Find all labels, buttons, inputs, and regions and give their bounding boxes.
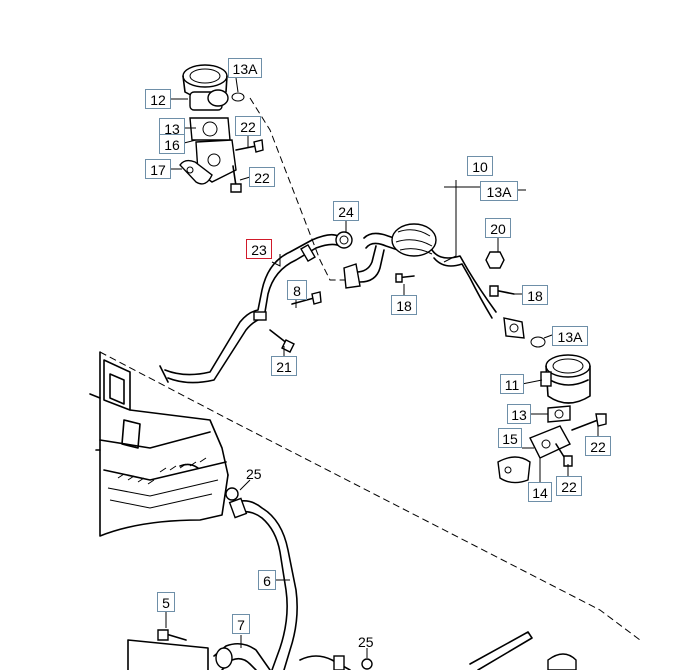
callout-13A-mid[interactable]: 13A — [480, 181, 518, 201]
bracket-lower-left — [127, 639, 209, 670]
callout-24[interactable]: 24 — [333, 201, 359, 221]
pipe-center-flex — [343, 223, 525, 339]
callout-22-d[interactable]: 22 — [556, 476, 582, 496]
callout-18-b[interactable]: 18 — [522, 285, 548, 305]
assembly-dash-line-lower — [99, 351, 641, 641]
bracket-lower-right — [469, 631, 577, 670]
pipe-23 — [159, 233, 341, 384]
callout-13-right[interactable]: 13 — [507, 404, 531, 424]
callout-18-a[interactable]: 18 — [391, 295, 417, 315]
callout-5[interactable]: 5 — [157, 592, 175, 612]
callout-17[interactable]: 17 — [145, 159, 171, 179]
callout-23[interactable]: 23 — [246, 239, 272, 259]
callout-13A-right[interactable]: 13A — [552, 326, 588, 346]
callout-11[interactable]: 11 — [500, 374, 524, 394]
callout-16[interactable]: 16 — [159, 134, 185, 154]
flange-right — [497, 425, 571, 484]
callout-14[interactable]: 14 — [528, 482, 552, 502]
callout-22-b[interactable]: 22 — [249, 167, 275, 187]
bolt-18-right — [489, 285, 515, 297]
callout-22-c[interactable]: 22 — [585, 436, 611, 456]
air-filter-housing — [89, 351, 229, 537]
hose-6 — [179, 463, 298, 670]
bolt-upper-1 — [235, 139, 264, 153]
callout-13A-top[interactable]: 13A — [228, 58, 262, 78]
leader-lines — [165, 77, 599, 658]
callout-22-a[interactable]: 22 — [235, 116, 261, 136]
clamp-25-lower — [361, 658, 373, 670]
assembly-dash-line-upper — [249, 97, 352, 281]
bolt-upper-2 — [230, 165, 242, 193]
secondary-air-valve-upper — [182, 64, 245, 111]
bolt-5 — [157, 629, 187, 641]
hose-7 — [213, 642, 351, 670]
gasket-right — [547, 405, 571, 423]
callout-15[interactable]: 15 — [498, 428, 522, 448]
callout-12[interactable]: 12 — [145, 89, 171, 109]
bolt-22-right-upper — [571, 413, 607, 431]
callout-6[interactable]: 6 — [258, 570, 276, 590]
callout-10[interactable]: 10 — [467, 156, 493, 176]
bolt-21 — [269, 329, 295, 353]
bolt-18-center — [395, 273, 415, 283]
callout-20[interactable]: 20 — [485, 218, 511, 238]
seal-13A-right — [530, 336, 546, 348]
flange-upper — [179, 139, 237, 185]
gasket-upper — [189, 117, 231, 141]
label-25-upper: 25 — [246, 466, 262, 482]
callout-8[interactable]: 8 — [287, 280, 307, 300]
clamp-24 — [335, 231, 353, 249]
bolt-22-right-lower — [555, 443, 573, 467]
secondary-air-valve-right — [540, 354, 591, 404]
callout-21[interactable]: 21 — [271, 356, 297, 376]
nut-20 — [485, 251, 505, 269]
callout-7[interactable]: 7 — [232, 614, 250, 634]
label-25-lower: 25 — [358, 634, 374, 650]
